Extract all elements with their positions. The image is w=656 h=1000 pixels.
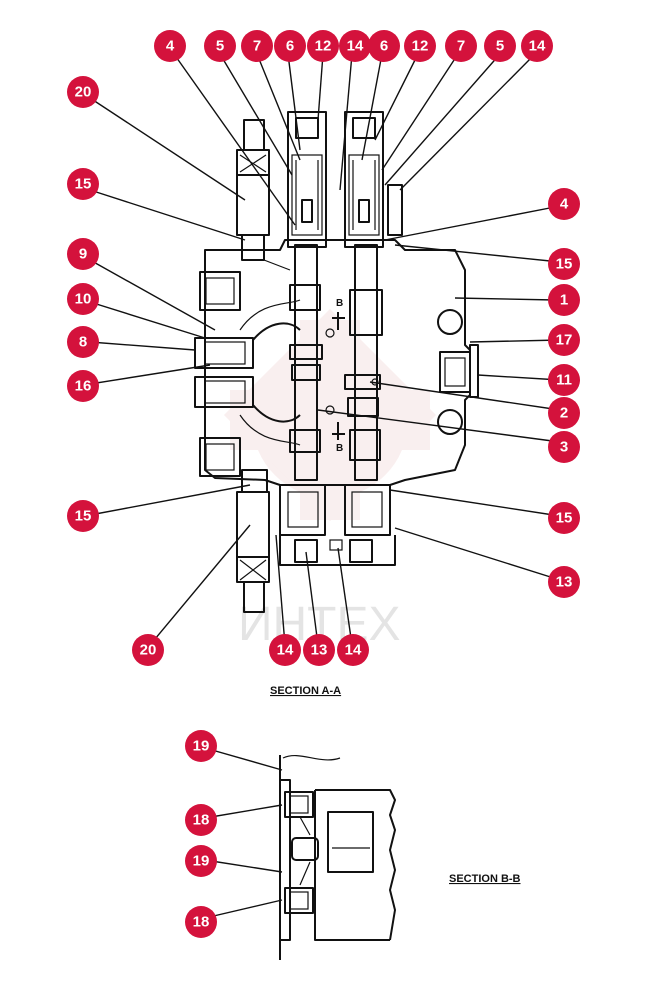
svg-text:8: 8 [79,334,87,351]
svg-text:16: 16 [75,378,92,395]
callout-5-top-left: 5 [204,30,236,62]
callout-19-lower: 19 [185,845,217,877]
callout-2: 2 [548,397,580,429]
section-a-caption: SECTION A-A [270,685,341,697]
svg-text:7: 7 [457,38,465,55]
callouts-b: 19 18 19 18 [185,730,217,938]
callout-8: 8 [67,326,99,358]
svg-text:5: 5 [496,38,504,55]
svg-text:13: 13 [556,574,573,591]
svg-text:17: 17 [556,332,573,349]
callout-20-bottom: 20 [132,634,164,666]
svg-text:9: 9 [79,246,87,263]
section-b-drawing [279,754,396,960]
svg-text:6: 6 [286,38,294,55]
svg-text:6: 6 [380,38,388,55]
callout-14-bottom-left: 14 [269,634,301,666]
svg-text:15: 15 [556,510,573,527]
callout-13-bottom: 13 [303,634,335,666]
svg-text:4: 4 [166,38,175,55]
svg-text:14: 14 [529,38,546,55]
svg-text:3: 3 [560,439,568,456]
svg-text:10: 10 [75,291,92,308]
section-b-caption: SECTION B-B [449,873,521,885]
callout-4-right: 4 [548,188,580,220]
svg-text:20: 20 [140,642,157,659]
callout-3: 3 [548,431,580,463]
leader-lines-b [204,747,283,919]
svg-text:12: 12 [412,38,429,55]
callout-7-top-left: 7 [241,30,273,62]
callout-17: 17 [548,324,580,356]
callout-16: 16 [67,370,99,402]
svg-text:14: 14 [345,642,362,659]
callout-13-right: 13 [548,566,580,598]
svg-text:18: 18 [193,914,210,931]
svg-text:4: 4 [560,196,569,213]
svg-text:19: 19 [193,738,210,755]
svg-text:7: 7 [253,38,261,55]
svg-text:19: 19 [193,853,210,870]
callout-12-top-right: 12 [404,30,436,62]
callout-15-right-upper: 15 [548,248,580,280]
callout-5-top-right: 5 [484,30,516,62]
callout-4-top: 4 [154,30,186,62]
callout-7-top-right: 7 [445,30,477,62]
callout-18-upper: 18 [185,804,217,836]
callout-1: 1 [548,284,580,316]
callouts-a: 4 5 7 6 12 14 6 12 7 5 14 20 15 4 15 9 1… [67,30,580,666]
callout-15-left-upper: 15 [67,168,99,200]
svg-text:20: 20 [75,84,92,101]
svg-text:13: 13 [311,642,328,659]
callout-14-top-right: 14 [521,30,553,62]
svg-text:14: 14 [277,642,294,659]
callout-15-left-lower: 15 [67,500,99,532]
svg-text:12: 12 [315,38,332,55]
callout-10: 10 [67,283,99,315]
callout-18-lower: 18 [185,906,217,938]
callout-19-upper: 19 [185,730,217,762]
svg-text:2: 2 [560,405,568,422]
callout-9: 9 [67,238,99,270]
cut-mark-lower: B [336,443,343,454]
callout-11: 11 [548,364,580,396]
svg-text:1: 1 [560,292,568,309]
svg-text:15: 15 [75,508,92,525]
svg-text:18: 18 [193,812,210,829]
section-a-drawing: B B [194,111,479,613]
svg-text:14: 14 [347,38,364,55]
callout-12-top-left: 12 [307,30,339,62]
svg-text:11: 11 [556,372,572,389]
leader-lines-a [89,53,561,646]
cut-mark-upper: B [336,298,343,309]
callout-6-top-right: 6 [368,30,400,62]
callout-14-top-mid: 14 [339,30,371,62]
callout-14-bottom-right: 14 [337,634,369,666]
svg-text:15: 15 [556,256,573,273]
svg-text:5: 5 [216,38,224,55]
callout-6-top-left: 6 [274,30,306,62]
svg-text:15: 15 [75,176,92,193]
callout-15-right-lower: 15 [548,502,580,534]
callout-20-top: 20 [67,76,99,108]
